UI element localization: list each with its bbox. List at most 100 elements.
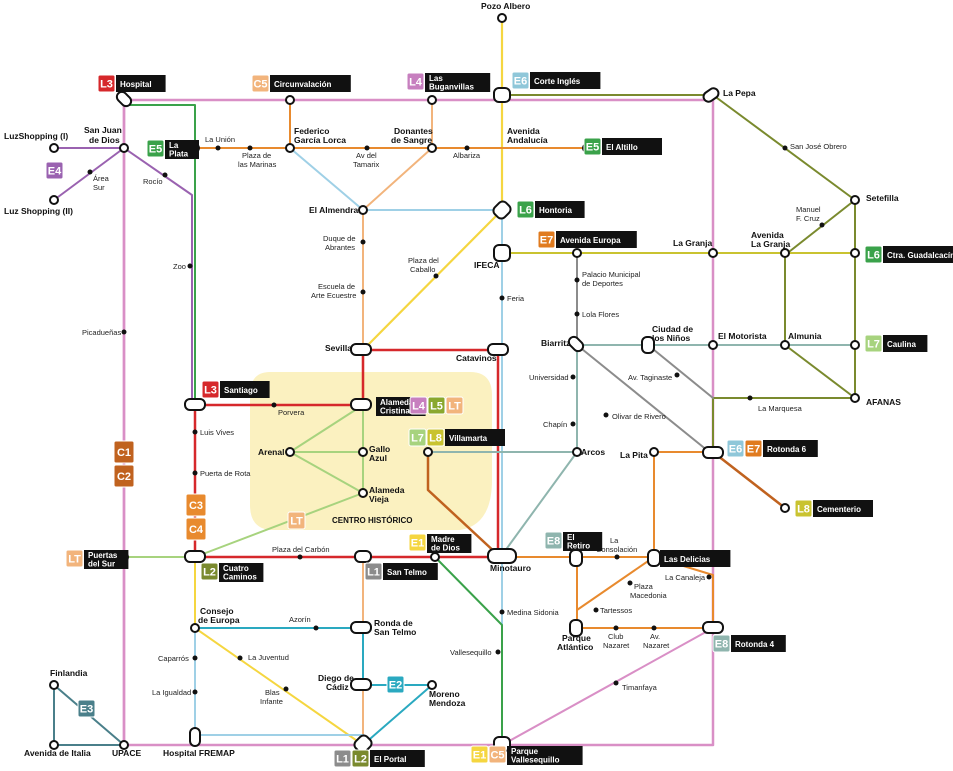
badge-name-box	[883, 246, 953, 263]
line-code-text: L6	[519, 205, 532, 217]
label-blas-infante-1: Blas	[265, 688, 280, 697]
label-parque-atlantico-2: Atlántico	[557, 642, 593, 652]
line-code-c5	[488, 745, 507, 764]
label-la-pita: La Pita	[620, 450, 648, 460]
badge-e4: E4	[45, 161, 64, 180]
badge-name-box	[445, 429, 505, 446]
label-ciudad-ninos-1: Ciudad de	[652, 324, 693, 334]
label-moreno-2: Mendoza	[429, 698, 466, 708]
line-code-text: LT	[290, 516, 303, 528]
line-code-text: E8	[547, 536, 560, 548]
badge-name-box	[270, 75, 351, 92]
label-puerta-rota: Puerta de Rota	[200, 469, 251, 478]
badge-name-text: de Dios	[431, 544, 460, 553]
badge-name-box	[602, 138, 662, 155]
line-code-lt	[445, 396, 464, 415]
line-code-l3	[201, 380, 220, 399]
line-code-text: L8	[797, 504, 810, 516]
badge-las-delicias: Las Delicias	[660, 550, 731, 567]
badge-name-box	[165, 140, 199, 159]
label-av-nazaret-2: Nazaret	[643, 641, 670, 650]
badge-name-text: El Portal	[374, 755, 406, 764]
label-diego-cadiz-2: Cádiz	[326, 682, 349, 692]
badge-name-box	[84, 550, 129, 569]
badge-name-box	[507, 746, 583, 765]
label-azorin: Azorín	[289, 615, 311, 624]
badge-name-text: Corte Inglés	[534, 77, 581, 86]
badge-c1: C1	[113, 440, 135, 464]
label-av-nazaret-1: Av.	[650, 632, 660, 641]
badge-name-text: Caminos	[223, 573, 257, 582]
badge-name-text: Las Delicias	[664, 555, 711, 564]
line-code-text: C5	[490, 750, 504, 762]
line-code-l1	[333, 749, 352, 768]
label-vallesequillo: Vallesequillo	[450, 648, 492, 657]
line-code-l5	[427, 396, 446, 415]
line-code-l6	[516, 200, 535, 219]
line-code-text: E7	[540, 235, 553, 247]
label-plaza-marinas-1: Plaza de	[242, 151, 271, 160]
label-la-consolacion-1: La	[610, 536, 619, 545]
badge-name-box	[427, 534, 472, 553]
line-code-e7	[537, 230, 556, 249]
line-code-l2	[351, 749, 370, 768]
label-area-sur-1: Área	[93, 174, 110, 183]
label-rocio: Rocío	[143, 177, 163, 186]
badge-e2: E2	[386, 675, 405, 694]
label-plaza-marinas-2: las Marinas	[238, 160, 277, 169]
label-ifeca: IFECA	[474, 260, 500, 270]
line-code-c4	[185, 517, 207, 541]
station-labels: Pozo Albero LuzShopping (I) Luz Shopping…	[4, 1, 901, 758]
line-code-lt	[287, 511, 306, 530]
label-chapin: Chapín	[543, 420, 567, 429]
line-code-text: C1	[117, 447, 131, 459]
label-upace: UPACE	[112, 748, 141, 758]
badge-name-text: Retiro	[567, 542, 590, 551]
line-code-e5	[583, 137, 602, 156]
line-code-text: L7	[867, 339, 880, 351]
line-code-text: C3	[189, 500, 203, 512]
line-code-l2	[200, 562, 219, 581]
badge-name-text: Parque	[511, 747, 539, 756]
label-setefilla: Setefilla	[866, 193, 899, 203]
route-lines	[53, 16, 856, 747]
label-gallo-azul-1: Gallo	[369, 444, 390, 454]
label-av-tamarix-2: Tamarix	[353, 160, 380, 169]
label-pozo-albero: Pozo Albero	[481, 1, 530, 11]
badge-name-text: Vallesequillo	[511, 756, 560, 765]
label-sevilla: Sevilla	[325, 343, 352, 353]
line-code-l1	[364, 562, 383, 581]
line-code-e6	[511, 71, 530, 90]
line-code-e3	[77, 699, 96, 718]
line-code-text: L7	[411, 433, 424, 445]
line-code-text: L8	[429, 433, 442, 445]
badge-name-box	[425, 73, 491, 92]
badge-name-text: Rotonda 6	[767, 445, 807, 454]
line-code-text: L2	[203, 567, 216, 579]
label-luzshopping-1: LuzShopping (I)	[4, 131, 68, 141]
label-catavinos: Catavinos	[456, 353, 497, 363]
label-avenida-granja-2: La Granja	[751, 239, 790, 249]
label-moreno-1: Moreno	[429, 689, 460, 699]
label-ronda-2: San Telmo	[374, 627, 416, 637]
line-code-lt	[65, 549, 84, 568]
label-la-canaleja: La Canaleja	[665, 573, 706, 582]
badge-name-box	[116, 75, 166, 92]
label-gallo-azul-2: Azul	[369, 453, 387, 463]
label-alameda-vieja-2: Vieja	[369, 494, 389, 504]
label-avenida-italia: Avenida de Italia	[24, 748, 91, 758]
label-federico-1: Federico	[294, 126, 329, 136]
label-biarritz: Biarritz	[541, 338, 570, 348]
label-luzshopping-2: Luz Shopping (II)	[4, 206, 73, 216]
